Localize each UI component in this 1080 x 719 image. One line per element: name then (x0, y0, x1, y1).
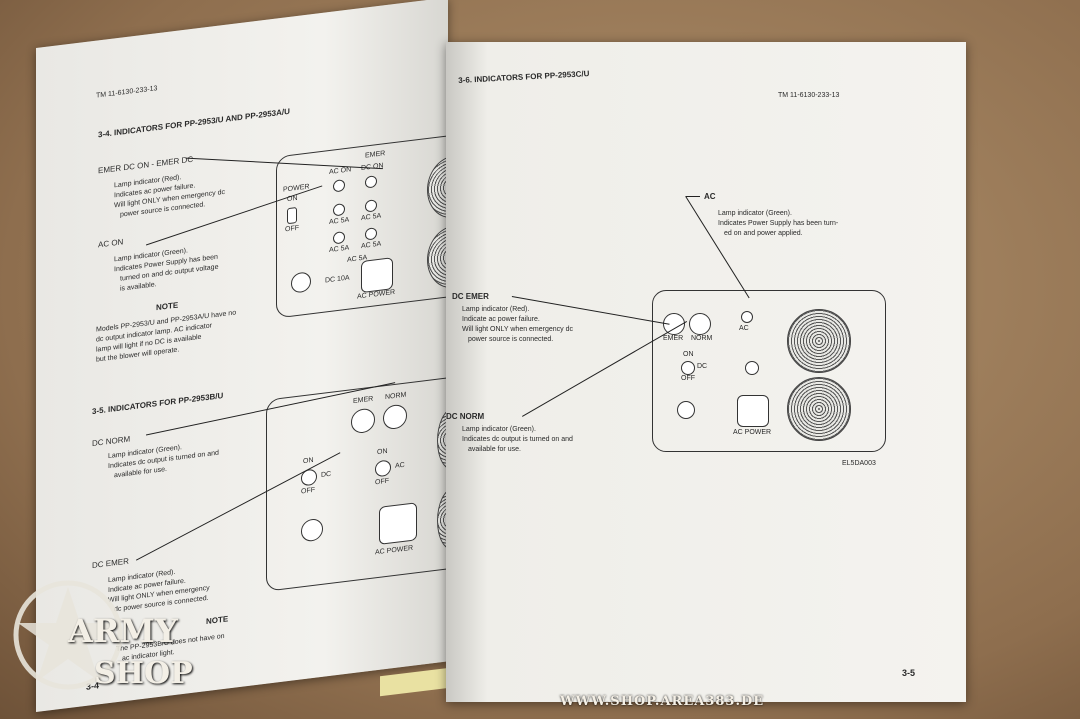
panel-label-dc: DC (321, 470, 332, 480)
army-shop-logo: ARMY SHOP (8, 565, 208, 705)
bullet: Indicates dc output is turned on and (462, 436, 573, 443)
emer-label: EMER DC ON - EMER DC (98, 154, 194, 176)
right-dcnorm-label: DC NORM (446, 412, 485, 421)
logo-text-bottom: SHOP (94, 656, 193, 691)
panel-label-emer: EMER (365, 150, 386, 160)
fuse-4 (365, 227, 377, 241)
right-dcemer-label: DC EMER (452, 292, 489, 301)
panel-label-off1: OFF (301, 486, 315, 496)
dc-connector (677, 401, 695, 419)
ac-switch (375, 459, 391, 478)
panel-label-norm: NORM (691, 335, 713, 342)
fuse-label: AC 5A (361, 212, 382, 223)
star-icon (13, 580, 123, 690)
panel-label-emer: EMER (663, 335, 684, 342)
section1-title: 3-4. INDICATORS FOR PP-2953/U AND PP-295… (98, 106, 290, 140)
panel-label-acon: AC ON (329, 166, 352, 177)
fan-grille-bottom (787, 377, 851, 441)
panel-label-norm: NORM (385, 391, 407, 402)
dc-connector (301, 517, 323, 543)
norm-lamp (689, 313, 711, 335)
panel-label-ac: AC (739, 325, 749, 332)
right-section-title: 3-6. INDICATORS FOR PP-2953C/U (458, 69, 590, 85)
acon-lamp (333, 179, 345, 193)
fuse-label: AC 5A (361, 240, 382, 251)
bullet: Lamp indicator (Green). (718, 210, 792, 217)
logo-text-top: ARMY (68, 612, 178, 650)
section2-title: 3-5. INDICATORS FOR PP-2953B/U (92, 391, 224, 417)
site-watermark: WWW.SHOP.AREA383.DE (560, 694, 765, 709)
dcon-lamp (365, 175, 377, 189)
ac-lamp (741, 311, 753, 323)
bullet: available for use. (468, 446, 521, 453)
panel-label-on: ON (683, 351, 694, 358)
power-toggle (287, 206, 297, 225)
left-header: TM 11-6130-233-13 (96, 85, 158, 100)
fuse-label: AC 5A (329, 244, 350, 255)
right-page-number: 3-5 (902, 668, 916, 678)
note-title: NOTE (156, 300, 179, 313)
panel-label-emer: EMER (353, 395, 374, 406)
leader-line (686, 196, 700, 198)
panel-label-ac: AC (395, 461, 405, 470)
bullet: Lamp indicator (Red). (462, 306, 530, 313)
panel-pp2953b: EMER NORM ON DC OFF ON AC OFF AC POWER (266, 374, 469, 592)
panel-label-acpower: AC POWER (733, 429, 772, 436)
bullet: Indicate ac power failure. (462, 316, 540, 323)
bullet: Will light ONLY when emergency dc (462, 326, 574, 333)
panel-label-on2: ON (377, 447, 388, 457)
fuse-1 (333, 203, 345, 217)
acon-label: AC ON (98, 237, 124, 250)
bullet: ed on and power applied. (724, 230, 803, 237)
panel-label-on1: ON (303, 456, 314, 466)
fuse-3 (333, 231, 345, 245)
right-page: 3-6. INDICATORS FOR PP-2953C/U TM 11-613… (446, 42, 966, 702)
bullet: Indicates Power Supply has been turn- (718, 220, 839, 227)
right-header: TM 11-6130-233-13 (778, 92, 840, 99)
panel-label-off: OFF (681, 375, 695, 382)
ac-switch (745, 361, 759, 375)
fuse-label: AC 5A (329, 216, 350, 227)
panel-label-acpower: AC POWER (375, 544, 414, 557)
panel-label-dc10a: DC 10A (325, 274, 350, 285)
ac-power-connector (737, 395, 769, 427)
dc-connector (291, 271, 311, 294)
norm-lamp (383, 403, 407, 431)
bullet: power source is connected. (468, 336, 554, 343)
panel-pp2953c: EMER NORM AC ON DC OFF AC POWER (652, 290, 886, 452)
bullet: Lamp indicator (Green). (462, 426, 536, 433)
bullet: is available. (120, 281, 157, 293)
figure-code: EL5DA003 (842, 460, 876, 467)
ac-power-connector (361, 257, 393, 294)
emer-lamp (351, 407, 375, 435)
panel-label-off2: OFF (375, 477, 389, 487)
panel-label-off: OFF (285, 224, 299, 234)
note2-title: NOTE (206, 614, 229, 627)
fuse-2 (365, 199, 377, 213)
dcnorm-label: DC NORM (92, 434, 131, 449)
dc-switch (681, 361, 695, 375)
panel-label-dc: DC (697, 363, 708, 370)
ac-label: AC (704, 192, 716, 201)
fan-grille-top (787, 309, 851, 373)
ac-power-connector (379, 502, 417, 545)
